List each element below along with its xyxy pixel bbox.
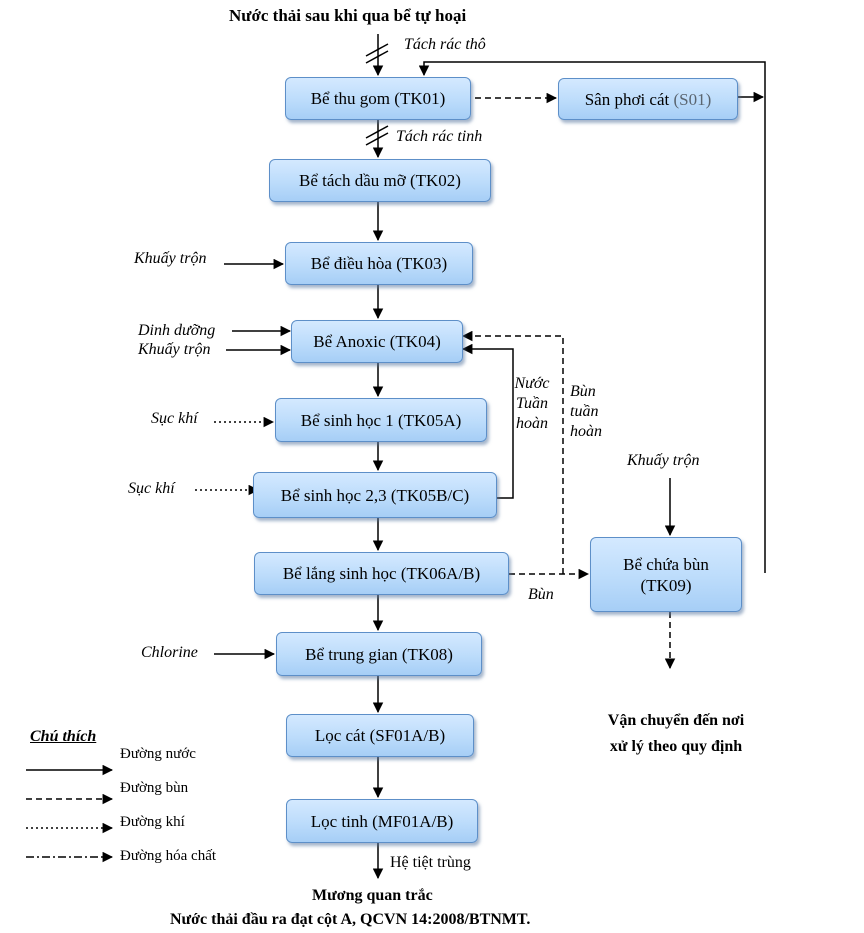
box-tk05a: Bể sinh học 1 (TK05A) — [275, 398, 487, 442]
label-fine-screen: Tách rác tinh — [396, 128, 483, 145]
label-air-tk05bc: Sục khí — [128, 480, 175, 497]
tk09-line1: Bể chứa bùn — [623, 554, 709, 574]
label-mixing-tk09: Khuấy trộn — [627, 452, 700, 469]
box-tk03: Bể điều hòa (TK03) — [285, 242, 473, 285]
legend-item-water: Đường nước — [120, 746, 196, 762]
legend-item-sludge: Đường bùn — [120, 780, 189, 796]
legend-item-chemical: Đường hóa chất — [120, 848, 217, 864]
sludge-recycle-line — [461, 330, 564, 574]
box-tk05bc: Bể sinh học 2,3 (TK05B/C) — [253, 472, 497, 518]
label-air-tk05a: Sục khí — [151, 410, 198, 427]
label-water-recycle: Nước Tuần hoàn — [514, 375, 550, 432]
box-mf01: Lọc tinh (MF01A/B) — [286, 799, 478, 843]
label-sludge-recycle: Bùn tuần hoàn — [570, 383, 602, 440]
tk09-line2: (TK09) — [640, 575, 692, 595]
box-tk01: Bể thu gom (TK01) — [285, 77, 471, 120]
transport-note: Vận chuyển đến nơi xử lý theo quy định — [607, 712, 745, 755]
label-nutrient: Dinh dưỡng — [138, 322, 216, 339]
s01-label: Sân phơi cát — [584, 89, 670, 109]
legend-item-air: Đường khí — [120, 814, 185, 830]
label-sludge: Bùn — [528, 586, 554, 603]
screen-mark-coarse — [365, 43, 389, 57]
box-tk08: Bể trung gian (TK08) — [276, 632, 482, 676]
label-mixing-tk03: Khuấy trộn — [134, 250, 207, 267]
box-tk09: Bể chứa bùn (TK09) — [590, 537, 742, 612]
box-tk02: Bể tách dầu mỡ (TK02) — [269, 159, 491, 202]
box-sf01: Lọc cát (SF01A/B) — [286, 714, 474, 757]
screen-mark-fine — [365, 125, 389, 139]
monitoring-channel: Mương quan trắc — [312, 887, 433, 904]
label-mixing-tk04: Khuấy trộn — [138, 341, 211, 358]
water-recycle-line — [461, 343, 514, 499]
label-chlorine: Chlorine — [141, 644, 198, 661]
return-line-s01 — [418, 61, 766, 573]
label-coarse-screen: Tách rác thô — [404, 36, 486, 53]
effluent-standard: Nước thải đầu ra đạt cột A, QCVN 14:2008… — [170, 911, 531, 928]
legend-title: Chú thích — [30, 728, 97, 745]
box-tk06: Bể lắng sinh học (TK06A/B) — [254, 552, 509, 595]
box-tk04: Bể Anoxic (TK04) — [291, 320, 463, 363]
s01-code: (S01) — [673, 89, 712, 109]
label-disinfection: Hệ tiệt trùng — [390, 854, 471, 871]
inflow-title: Nước thải sau khi qua bể tự hoại — [229, 6, 467, 25]
box-s01: Sân phơi cát (S01) — [558, 78, 738, 120]
